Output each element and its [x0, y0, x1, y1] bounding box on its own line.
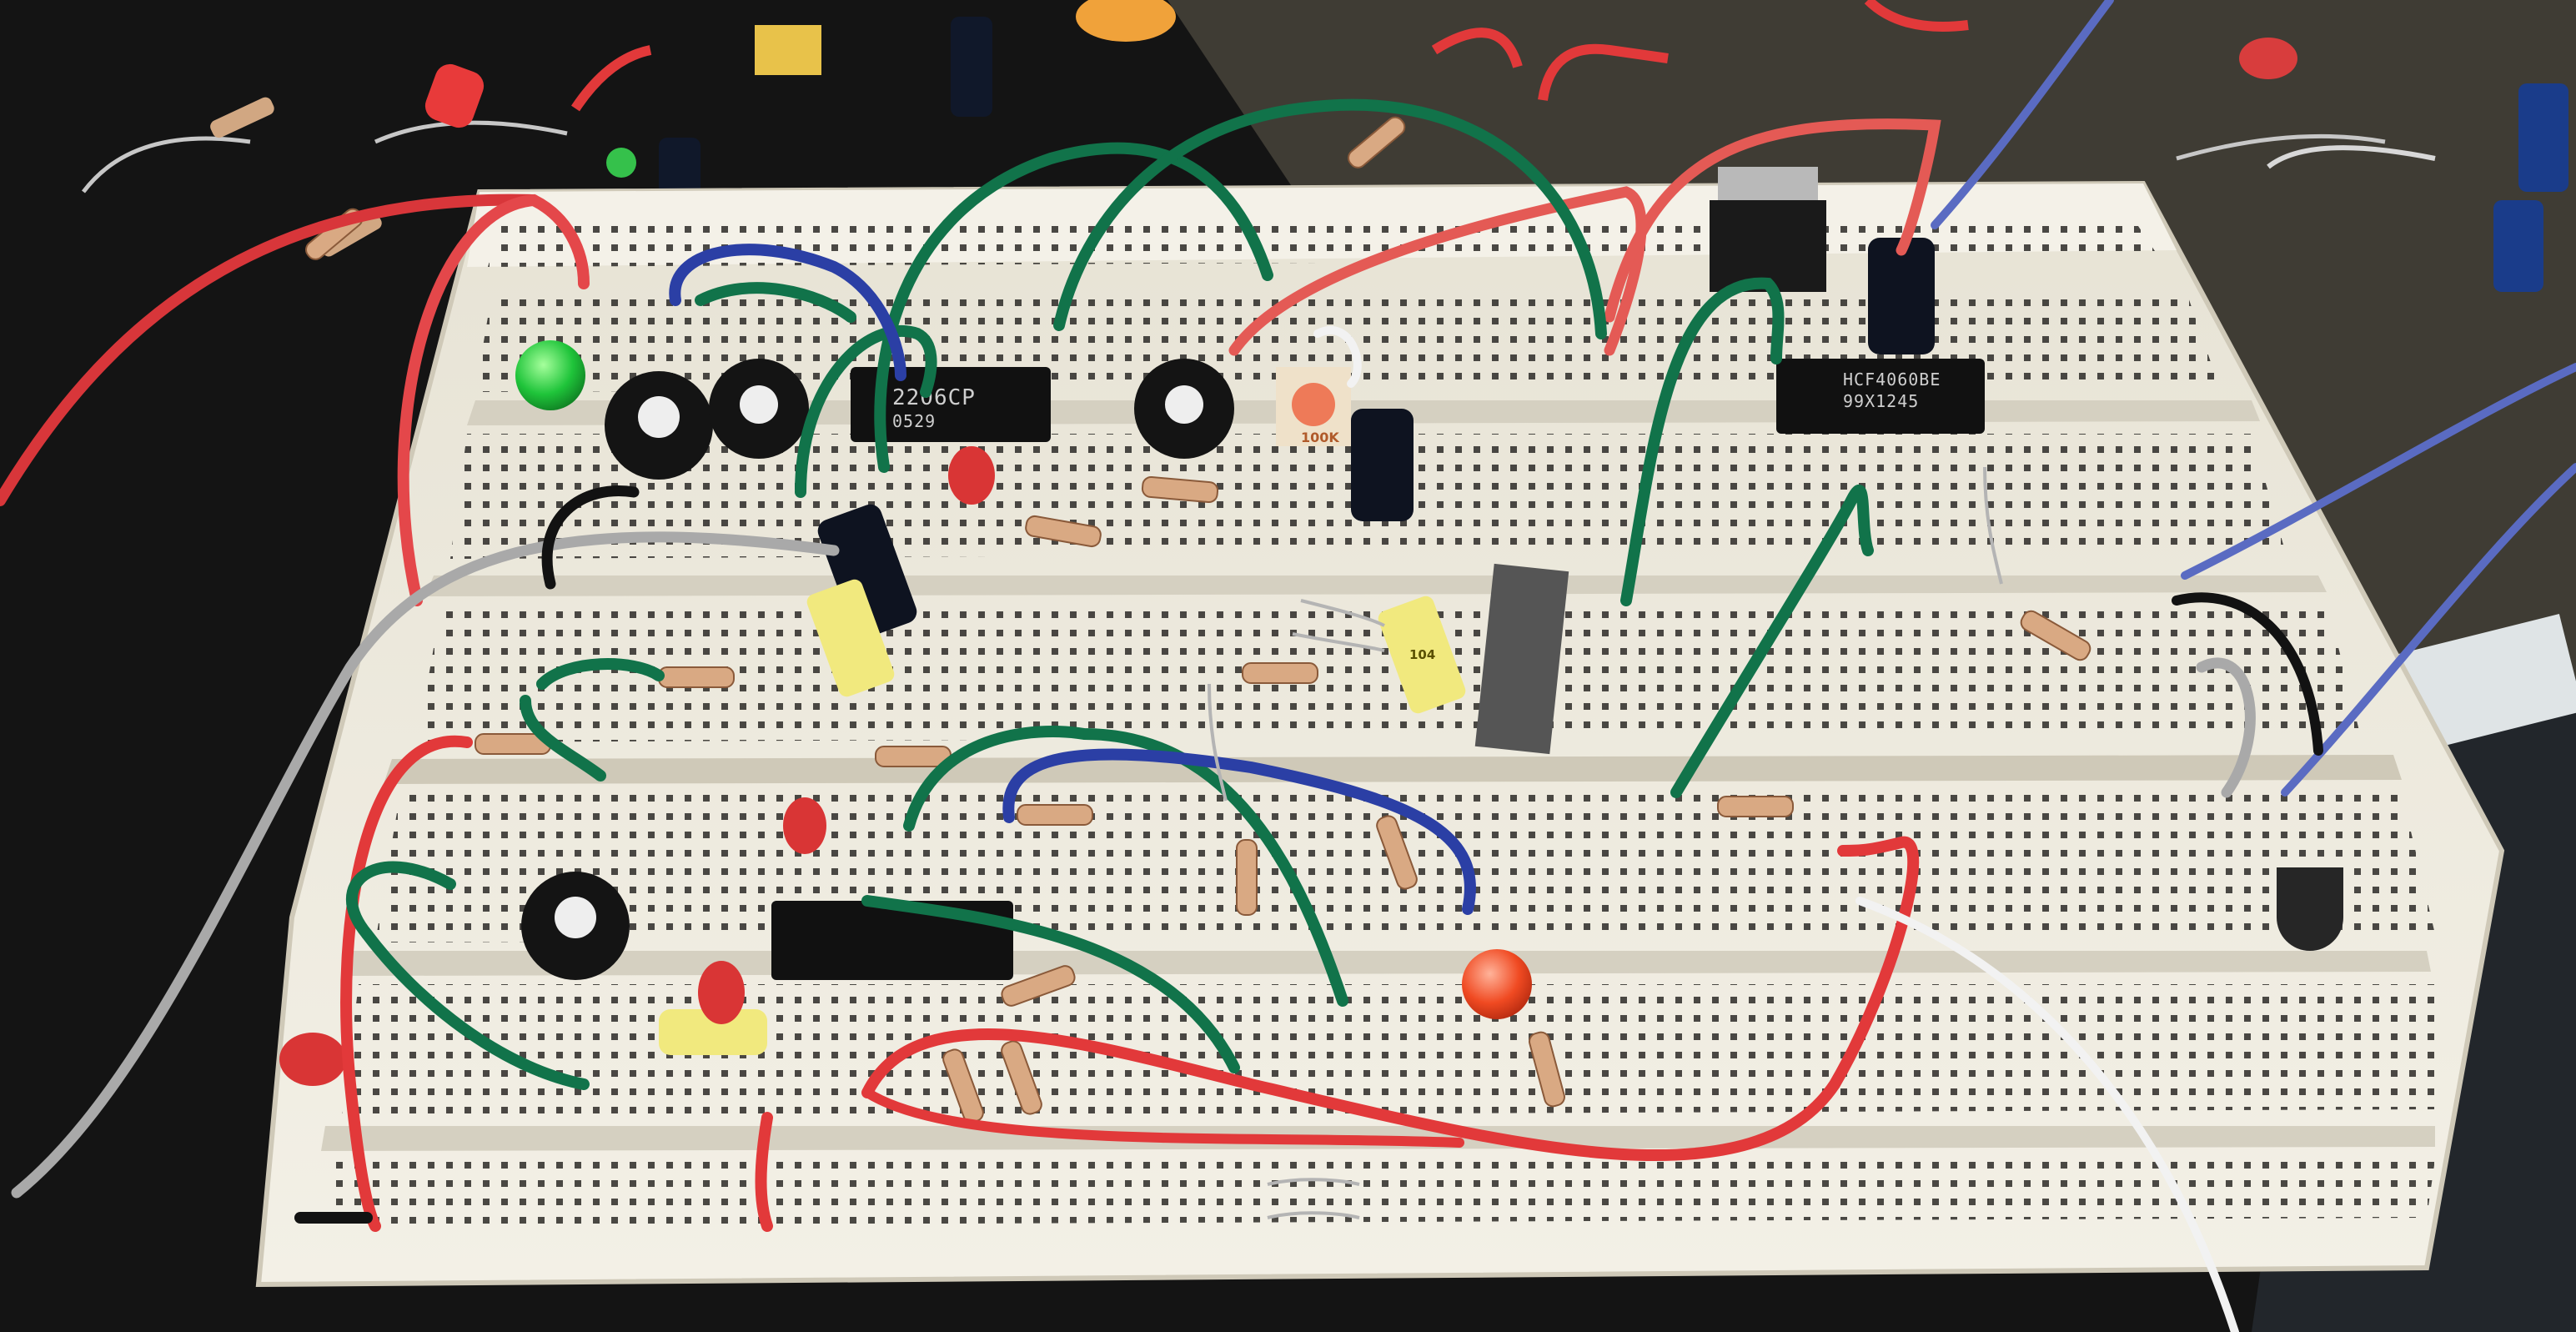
red-led [1462, 949, 1532, 1019]
trimmer-pot-1 [605, 371, 713, 480]
trimmer-label: 100K [1301, 430, 1339, 445]
chip-b-line-2: 99X1245 [1843, 391, 1919, 411]
ic-chip-c [771, 901, 1013, 980]
green-led [515, 340, 585, 410]
ceramic-caps [279, 446, 995, 1086]
ic-chip-b: HCF4060BE 99X1245 [1776, 359, 1985, 434]
chip-a-line-2: 0529 [892, 411, 936, 431]
hole-strips [325, 221, 2443, 1226]
loose-parts [82, 0, 2568, 292]
chip-a-line-1: 2206CP [892, 385, 976, 410]
trimmer-pot-3 [1134, 359, 1234, 459]
electrolytic-caps [817, 238, 1935, 639]
transistor [2277, 867, 2343, 951]
component-legs [1208, 466, 2003, 1219]
gray-block [1474, 563, 1569, 755]
film-caps: 104 [659, 579, 1466, 1055]
ic-chip-a: 2206CP 0529 [851, 367, 1051, 442]
voltage-regulator [1710, 167, 1826, 292]
trimmer-pot-4 [521, 872, 630, 980]
trimmer-pot-2 [709, 359, 809, 459]
chip-b-line-1: HCF4060BE [1843, 369, 1941, 390]
trimmer-pot-square: 100K [1276, 367, 1351, 446]
cap-label: 104 [1409, 647, 1435, 662]
